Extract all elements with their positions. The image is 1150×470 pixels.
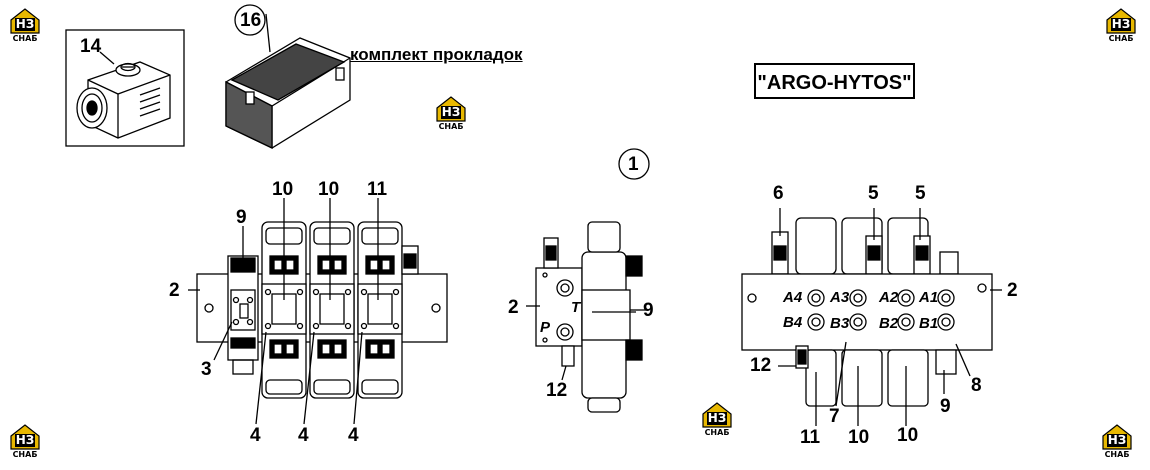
logo-letters: НЗ — [441, 105, 461, 119]
port-a2: A2 — [879, 289, 899, 306]
label-3: 3 — [201, 359, 212, 380]
logo-top-left: НЗ СНАБ — [4, 8, 46, 44]
callout-circle-16 — [234, 4, 266, 36]
logo-sub: СНАБ — [438, 122, 464, 131]
label-10d: 10 — [897, 425, 919, 446]
logo-bottom-mid: НЗ СНАБ — [696, 402, 738, 438]
label-4a: 4 — [250, 425, 261, 446]
kit-label: комплект прокладок — [350, 45, 523, 64]
right-valve-assembly — [741, 208, 1002, 426]
label-10c: 10 — [848, 427, 870, 448]
callout-16: 16 — [240, 10, 262, 31]
label-9: 9 — [236, 207, 247, 228]
label-7: 7 — [829, 406, 840, 427]
logo-letters: НЗ — [15, 17, 35, 31]
middle-side-view — [526, 221, 646, 413]
label-10b: 10 — [318, 179, 340, 200]
logo-bottom-left: НЗ СНАБ — [4, 424, 46, 460]
port-a1: A1 — [919, 289, 939, 306]
label-5b: 5 — [915, 183, 926, 204]
label-11: 11 — [367, 179, 388, 200]
label-6: 6 — [773, 183, 784, 204]
label-8: 8 — [971, 375, 982, 396]
callout-14: 14 — [80, 36, 102, 57]
brand-title-box: "ARGO-HYTOS" — [754, 63, 915, 99]
logo-sub: СНАБ — [704, 428, 730, 437]
logo-letters: НЗ — [15, 433, 35, 447]
logo-sub: СНАБ — [1108, 34, 1134, 43]
label-12-right: 12 — [750, 355, 772, 376]
port-a4: A4 — [783, 289, 803, 306]
logo-sub: СНАБ — [12, 34, 38, 43]
part14-frame — [65, 29, 185, 147]
logo-top-right: НЗ СНАБ — [1100, 8, 1142, 44]
label-4b: 4 — [298, 425, 309, 446]
port-b3: B3 — [830, 315, 850, 332]
label-2-right: 2 — [1007, 280, 1018, 301]
callout-circle-1 — [618, 148, 650, 180]
port-p: P — [540, 319, 551, 336]
label-12-mid: 12 — [546, 380, 568, 401]
logo-bottom-right: НЗ СНАБ — [1096, 424, 1138, 460]
label-11-right: 11 — [800, 427, 821, 448]
label-9-right: 9 — [940, 396, 951, 417]
label-5a: 5 — [868, 183, 879, 204]
label-9-mid: 9 — [643, 300, 654, 321]
label-4c: 4 — [348, 425, 359, 446]
logo-letters: НЗ — [1107, 433, 1127, 447]
label-10a: 10 — [272, 179, 294, 200]
gasket-box-drawing — [225, 13, 351, 150]
logo-sub: СНАБ — [12, 450, 38, 459]
label-2-mid: 2 — [508, 297, 519, 318]
callout-1: 1 — [628, 154, 639, 175]
port-b1: B1 — [919, 315, 939, 332]
logo-letters: НЗ — [707, 411, 727, 425]
connector-14-drawing — [76, 51, 171, 139]
logo-letters: НЗ — [1111, 17, 1131, 31]
port-b4: B4 — [783, 314, 803, 331]
logo-mid: НЗ СНАБ — [430, 96, 472, 132]
port-t: T — [571, 299, 581, 316]
logo-sub: СНАБ — [1104, 450, 1130, 459]
port-b2: B2 — [879, 315, 899, 332]
port-a3: A3 — [830, 289, 850, 306]
left-valve-assembly — [188, 198, 448, 425]
label-2-left: 2 — [169, 280, 180, 301]
